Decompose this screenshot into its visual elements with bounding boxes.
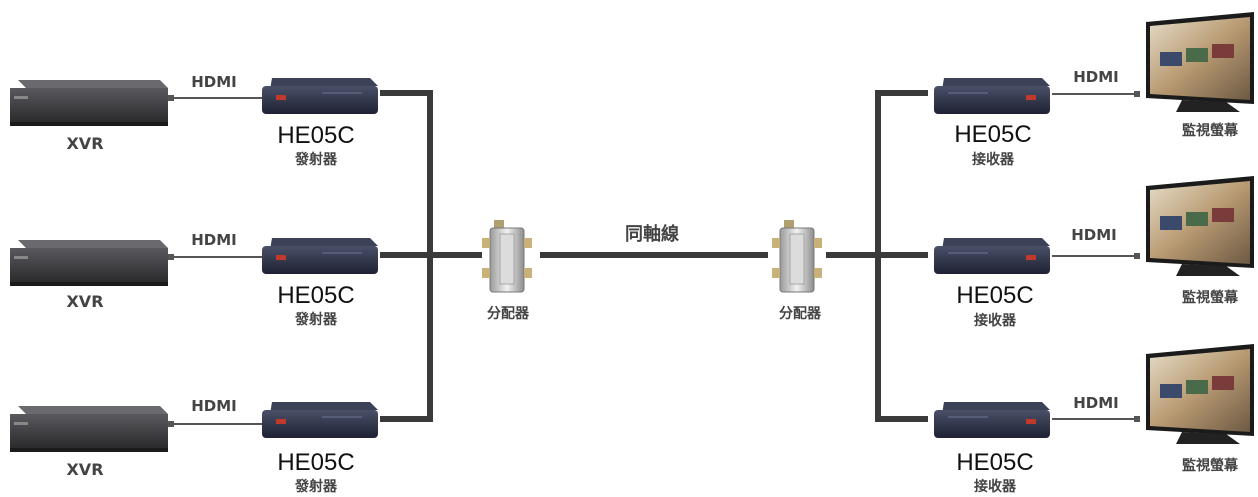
hdmi-plug: [168, 421, 174, 427]
hdmi-plug: [1134, 253, 1140, 259]
transmitter-model: HE05C: [277, 122, 354, 149]
xvr-label: XVR: [66, 460, 103, 479]
hdmi-label: HDMI: [191, 231, 237, 249]
hdmi-plug: [1134, 416, 1140, 422]
receiver-role: 接收器: [972, 151, 1015, 168]
hdmi-label: HDMI: [1073, 68, 1119, 86]
hdmi-label: HDMI: [1073, 394, 1119, 412]
splitter-device: [772, 220, 822, 293]
transmitter-role: 發射器: [294, 478, 338, 495]
transmitter-role: 發射器: [294, 151, 338, 168]
transmitter-model: HE05C: [277, 282, 354, 309]
hdmi-label: HDMI: [191, 73, 237, 91]
xvr-recorder: [10, 240, 168, 286]
coax-label: 同軸線: [625, 223, 679, 245]
receiver-role: 接收器: [974, 312, 1017, 329]
hdmi-plug: [168, 95, 174, 101]
monitor: [1146, 344, 1254, 444]
receiver-box: [934, 238, 1050, 274]
monitor-label: 監視螢幕: [1182, 122, 1239, 139]
transmitter-box: [262, 238, 378, 274]
xvr-label: XVR: [66, 134, 103, 153]
splitter-label: 分配器: [779, 306, 822, 322]
transmitter-box: [262, 78, 378, 114]
transmitter-role: 發射器: [294, 311, 338, 328]
receiver-model: HE05C: [956, 449, 1033, 476]
xvr-label: XVR: [66, 292, 103, 311]
monitor-label: 監視螢幕: [1182, 457, 1239, 474]
left-bus: [380, 90, 482, 422]
receiver-model: HE05C: [956, 282, 1033, 309]
receiver-role: 接收器: [974, 478, 1017, 495]
right-bus: [826, 90, 928, 422]
hdmi-label: HDMI: [191, 397, 237, 415]
monitor-label: 監視螢幕: [1182, 289, 1239, 306]
monitor: [1146, 176, 1254, 276]
splitter-label: 分配器: [487, 306, 530, 322]
transmitter-box: [262, 402, 378, 438]
receiver-box: [934, 78, 1050, 114]
hdmi-plug: [1134, 91, 1140, 97]
receiver-box: [934, 402, 1050, 438]
splitter-device: [482, 220, 532, 293]
xvr-recorder: [10, 80, 168, 126]
receiver-model: HE05C: [954, 121, 1031, 148]
xvr-recorder: [10, 406, 168, 452]
hdmi-plug: [168, 254, 174, 260]
transmitter-model: HE05C: [277, 449, 354, 476]
hdmi-label: HDMI: [1071, 226, 1117, 244]
monitor: [1146, 12, 1254, 112]
